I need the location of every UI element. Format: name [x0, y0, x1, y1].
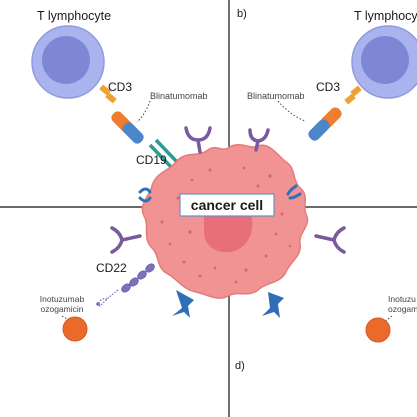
blue-receptors	[138, 184, 302, 203]
cd22-chain	[96, 263, 155, 307]
bottom-blue-receptors	[172, 290, 284, 318]
inotuzumab-label-right-1: Inotuzu	[388, 294, 416, 304]
inotuzumab-molecule-left	[62, 316, 88, 342]
blinatumomab-label-right: Blinatumomab	[247, 91, 305, 101]
cd3-receptor-left	[99, 84, 117, 104]
cd19-receptor	[148, 138, 180, 170]
panel-b-label: b)	[237, 8, 247, 20]
cancer-cell-label-box: cancer cell	[179, 193, 275, 217]
cd22-label: CD22	[96, 261, 127, 275]
cancer-cell-granules	[160, 166, 292, 284]
blinatumomab-pointer-left	[136, 100, 151, 123]
t-lymphocyte-right	[351, 25, 417, 99]
cd19-label: CD19	[136, 153, 167, 167]
inotuzumab-label-left-1: Inotuzumab	[40, 294, 85, 304]
t-lymphocyte-label-right: T lymphocyt	[354, 9, 417, 23]
purple-receptors	[110, 126, 346, 254]
inotuzumab-label-left-2: ozogamicin	[41, 304, 84, 314]
panel-d-label: d)	[235, 360, 245, 372]
cd3-receptor-right	[344, 85, 362, 105]
cd3-label-right: CD3	[316, 80, 340, 94]
inotuzumab-molecule-right	[365, 317, 391, 343]
cancer-cell-label: cancer cell	[191, 197, 263, 213]
t-cell-nucleus-right	[361, 36, 409, 84]
cancer-cell-nucleus	[203, 205, 253, 253]
blinatumomab-label-left: Blinatumomab	[150, 91, 208, 101]
blinatumomab-right	[308, 107, 342, 141]
blinatumomab-left	[111, 111, 144, 144]
blinatumomab-pointer-right	[277, 100, 306, 122]
cancer-cell	[141, 144, 309, 299]
inotuzumab-label-right-2: ozogam	[388, 304, 417, 314]
cd3-label-left: CD3	[108, 80, 132, 94]
t-cell-nucleus	[42, 36, 90, 84]
t-lymphocyte-left	[31, 25, 105, 99]
t-lymphocyte-label: T lymphocyte	[37, 9, 111, 23]
